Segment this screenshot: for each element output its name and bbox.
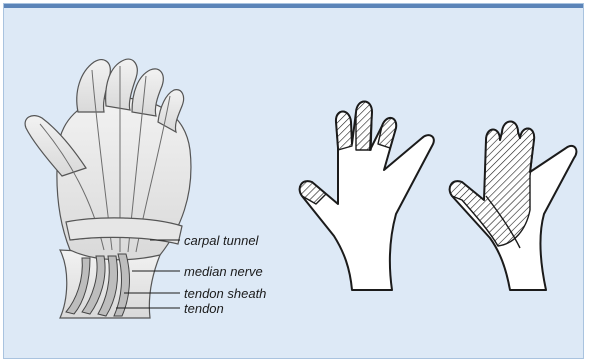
label-tendon: tendon	[184, 301, 224, 316]
label-carpal-tunnel: carpal tunnel	[184, 233, 260, 248]
label-tendon-sheath: tendon sheath	[184, 286, 266, 301]
hand-palmar-outline	[450, 122, 577, 291]
label-median-nerve: median nerve	[184, 264, 263, 279]
hand-dorsal-outline	[300, 102, 434, 291]
anatomical-hand	[25, 59, 191, 318]
